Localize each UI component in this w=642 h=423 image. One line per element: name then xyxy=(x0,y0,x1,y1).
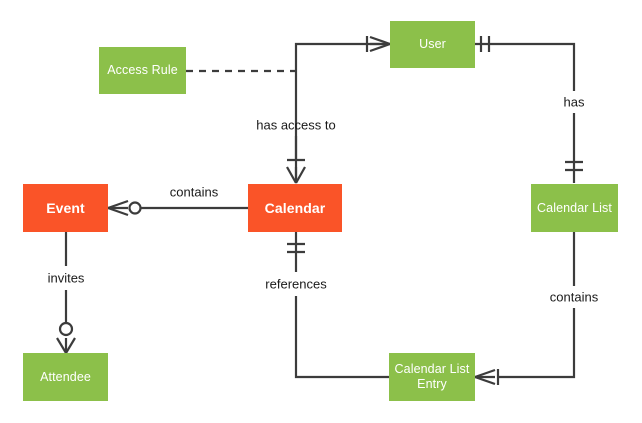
relationship-label-contains-event-calendar: contains xyxy=(169,184,219,200)
marker-exactly-one-calendar-bottom xyxy=(287,242,305,254)
entity-access-rule[interactable]: Access Rule xyxy=(99,47,186,94)
marker-one-or-many-calendar-top xyxy=(286,158,306,184)
marker-exactly-one-calendarlist-top xyxy=(565,160,583,172)
connector-user-calendarlist-upper xyxy=(497,42,576,91)
marker-zero-or-many-attendee-top xyxy=(56,321,76,354)
connector-calendar-user xyxy=(294,42,384,160)
entity-event[interactable]: Event xyxy=(23,184,108,232)
relationship-label-references: references xyxy=(265,276,327,292)
entity-user[interactable]: User xyxy=(390,21,475,68)
entity-calendar-list[interactable]: Calendar List xyxy=(531,184,618,232)
relationship-label-has: has xyxy=(563,94,585,110)
relationship-label-contains-calendarlist-entry: contains xyxy=(549,289,599,305)
relationship-label-has-access-to: has access to xyxy=(256,117,336,133)
marker-one-to-many-user-left xyxy=(365,35,391,53)
connector-calendarlist-entry-lower xyxy=(498,308,576,379)
entity-calendar-list-entry[interactable]: Calendar List Entry xyxy=(389,353,475,401)
marker-zero-or-many-event-right xyxy=(107,199,142,217)
marker-exactly-one-user-right xyxy=(475,36,497,52)
entity-calendar[interactable]: Calendar xyxy=(248,184,342,232)
marker-many-to-one-entry-right xyxy=(474,368,500,386)
entity-attendee[interactable]: Attendee xyxy=(23,353,108,401)
connector-calendar-entry-lower xyxy=(294,296,389,379)
relationship-label-invites: invites xyxy=(47,270,85,286)
